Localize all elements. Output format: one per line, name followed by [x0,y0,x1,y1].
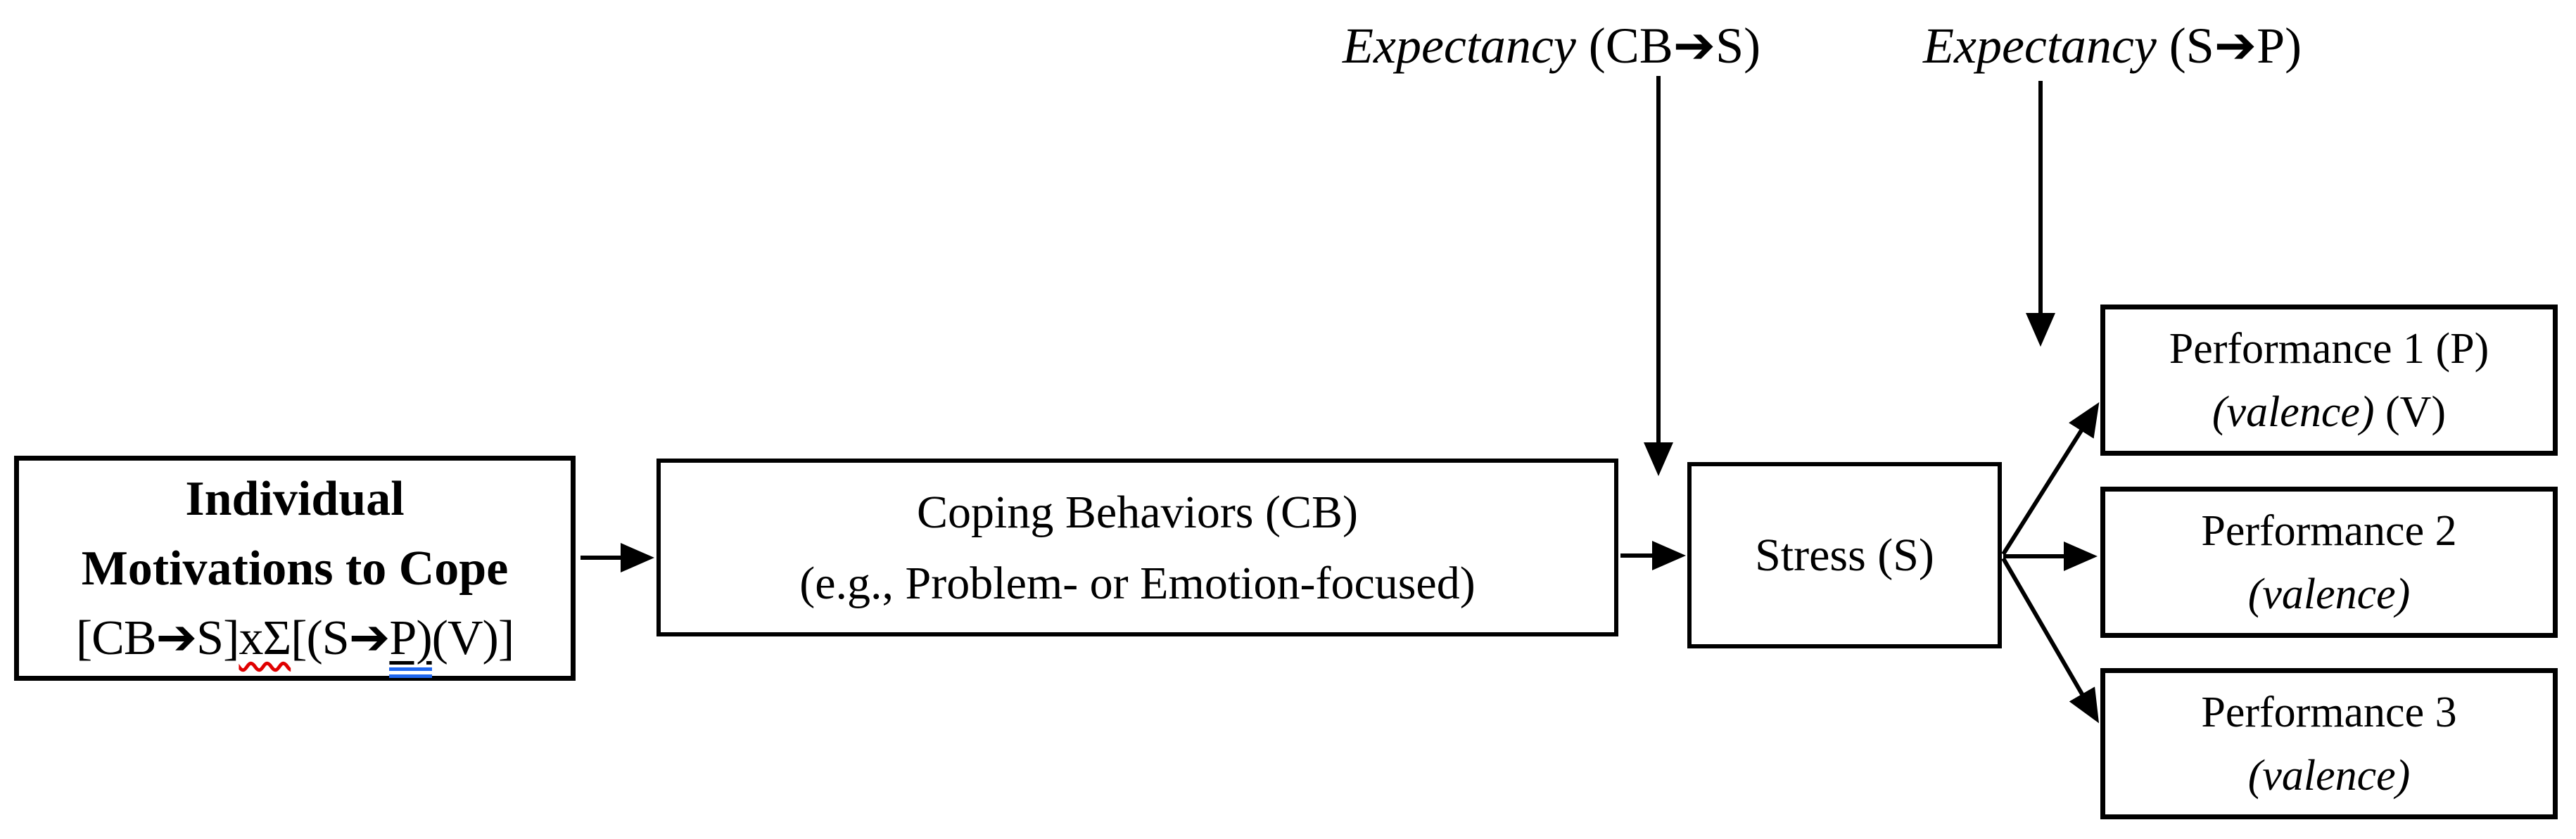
coping-behaviors-box: Coping Behaviors (CB) (e.g., Problem- or… [656,459,1618,636]
arrow-stress-to-performance3 [2001,557,2100,724]
performance2-box: Performance 2 (valence) [2100,487,2558,638]
performance2-line2: (valence) [2248,563,2411,626]
stress-box: Stress (S) [1687,462,2002,648]
performance1-valence: (valence) [2212,388,2375,436]
motivation-title-line2: Motivations to Cope [81,541,509,596]
performance2-valence: (valence) [2247,570,2411,618]
formula-post: (V)] [431,610,514,665]
stress-line1: Stress (S) [1755,530,1934,581]
expectancy-cb-s-label-rest: (CB➔S) [1575,18,1761,74]
individual-motivations-box: Individual Motivations to Cope [CB➔S]xΣ[… [14,456,576,681]
expectancy-s-p-label: Expectancy (S➔P) [1923,14,2302,77]
coping-line2: (e.g., Problem- or Emotion-focused) [799,557,1476,609]
expectancy-s-p-label-rest: (S➔P) [2156,18,2302,74]
motivation-title-line1: Individual [185,471,405,526]
formula-grammar-segment: P) [389,610,433,678]
expectancy-cb-s-label: Expectancy (CB➔S) [1343,14,1760,77]
expectancy-cb-s-label-italic: Expectancy [1343,18,1576,74]
formula-mid: [(S➔ [291,610,390,665]
formula-spellcheck-segment: xΣ [239,610,291,665]
performance3-box: Performance 3 (valence) [2100,668,2558,819]
formula-pre: [CB➔S] [75,610,240,665]
coping-line1: Coping Behaviors (CB) [917,486,1358,538]
performance3-valence: (valence) [2247,751,2411,800]
performance1-box: Performance 1 (P) (valence) (V) [2100,305,2558,456]
performance1-suffix: (V) [2374,388,2447,436]
performance1-line2: (valence) (V) [2212,380,2446,444]
motivation-formula: [CB➔S]xΣ[(S➔P)(V)] [75,603,514,678]
performance3-line1: Performance 3 [2201,688,2457,736]
performance2-line1: Performance 2 [2201,506,2457,555]
expectancy-s-p-label-italic: Expectancy [1923,18,2157,74]
performance3-line2: (valence) [2248,744,2411,807]
performance1-line1: Performance 1 (P) [2169,324,2489,373]
arrow-stress-to-performance1 [2001,402,2100,556]
